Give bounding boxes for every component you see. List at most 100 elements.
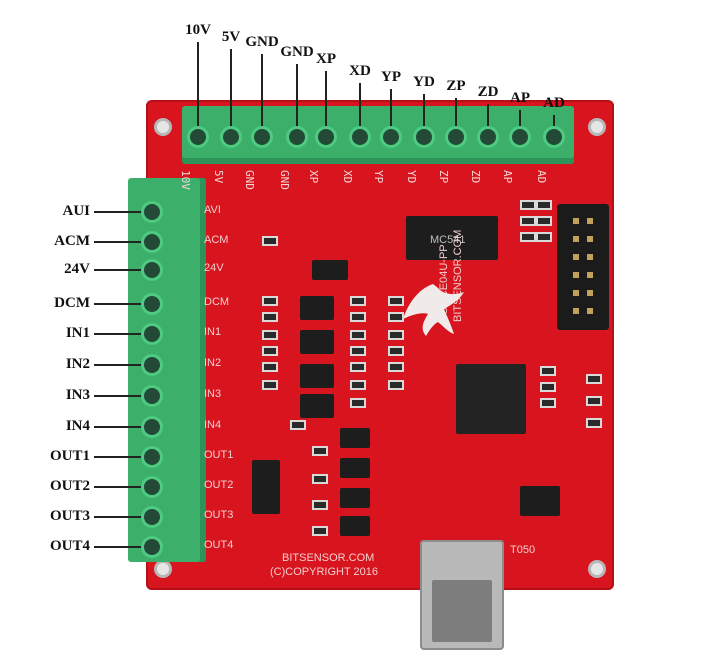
top-terminal-block [182,106,574,164]
smd-part [262,380,278,390]
smd-part [350,398,366,408]
top-label: YD [413,74,435,90]
smd-part [586,418,602,428]
smd-part [536,216,552,226]
smd-part [586,374,602,384]
left-pin-label: 24V [204,262,224,274]
left-screw [141,231,163,253]
top-label: YP [381,69,401,85]
left-lead [94,395,148,397]
microcontroller [456,364,526,434]
left-terminal-block [128,178,206,562]
footer-line-1: BITSENSOR.COM [282,552,375,564]
mount-hole [588,118,606,136]
usb-connector [420,540,504,650]
header-pin [573,272,579,278]
top-screw [315,126,337,148]
smd-part [350,312,366,322]
smd-part [520,216,536,226]
left-lead [94,486,148,488]
top-screw [187,126,209,148]
left-pin-label: OUT2 [204,479,234,491]
top-label: GND [245,34,279,50]
smd-part [350,362,366,372]
left-label: OUT3 [49,508,90,524]
smd-part [540,382,556,392]
top-lead [390,89,392,128]
top-pin-label: XP [307,170,320,184]
left-label: OUT2 [49,478,90,494]
smd-part [312,526,328,536]
smd-part [388,312,404,322]
left-screw [141,536,163,558]
header-pin [587,272,593,278]
left-lead [94,241,148,243]
left-screw [141,506,163,528]
smd-part [312,474,328,484]
driver-ic [406,216,498,260]
optocoupler [300,330,334,354]
top-screw [251,126,273,148]
left-label: OUT1 [49,448,90,464]
top-screw [509,126,531,148]
left-label: IN3 [65,387,90,403]
left-pin-label: IN1 [204,326,222,338]
top-pin-label: ZP [437,170,450,184]
top-screw [380,126,402,148]
footer-line-2: (C)COPYRIGHT 2016 [270,566,378,578]
part-label: T050 [510,544,536,556]
left-pin-label: AVI [204,204,221,216]
top-pin-label: YD [405,170,418,184]
left-label: OUT4 [49,538,90,554]
optocoupler [300,296,334,320]
top-pin-label: GND [243,170,256,190]
top-screw [543,126,565,148]
smd-part [350,330,366,340]
top-lead [487,104,489,128]
top-label: ZD [477,84,499,100]
top-lead [325,71,327,128]
smd-part [520,200,536,210]
header-pin [587,254,593,260]
smd-part [350,380,366,390]
top-pin-label: GND [278,170,291,190]
header-pin [573,290,579,296]
left-screw [141,416,163,438]
left-screw [141,323,163,345]
smd-part [536,232,552,242]
smd-part [388,362,404,372]
smd-part [350,346,366,356]
top-label: 10V [185,22,211,38]
top-lead [359,83,361,128]
ic-label: MC541 [430,234,466,246]
left-pin-label: IN3 [204,388,222,400]
left-screw [141,259,163,281]
smd-part [536,200,552,210]
top-screw [220,126,242,148]
top-lead [296,64,298,128]
top-pin-label: XD [341,170,354,184]
left-label: AUI [62,203,90,219]
smd-part [290,420,306,430]
top-lead [197,42,199,128]
top-pin-label: 5V [212,170,225,184]
top-label: 5V [221,29,241,45]
left-label: 24V [64,261,90,277]
left-label: ACM [54,233,90,249]
header-pin [573,218,579,224]
left-screw [141,476,163,498]
smd-part [262,346,278,356]
left-lead [94,516,148,518]
left-label: IN4 [65,418,90,434]
left-pin-label: DCM [204,296,230,308]
output-ic [340,488,370,508]
left-lead [94,546,148,548]
top-pin-label: AD [535,170,548,184]
left-pin-label: IN2 [204,357,222,369]
smd-part [388,380,404,390]
top-lead [230,49,232,128]
left-pin-label: OUT4 [204,539,234,551]
top-lead [455,98,457,128]
optocoupler [300,394,334,418]
header-pin [587,236,593,242]
